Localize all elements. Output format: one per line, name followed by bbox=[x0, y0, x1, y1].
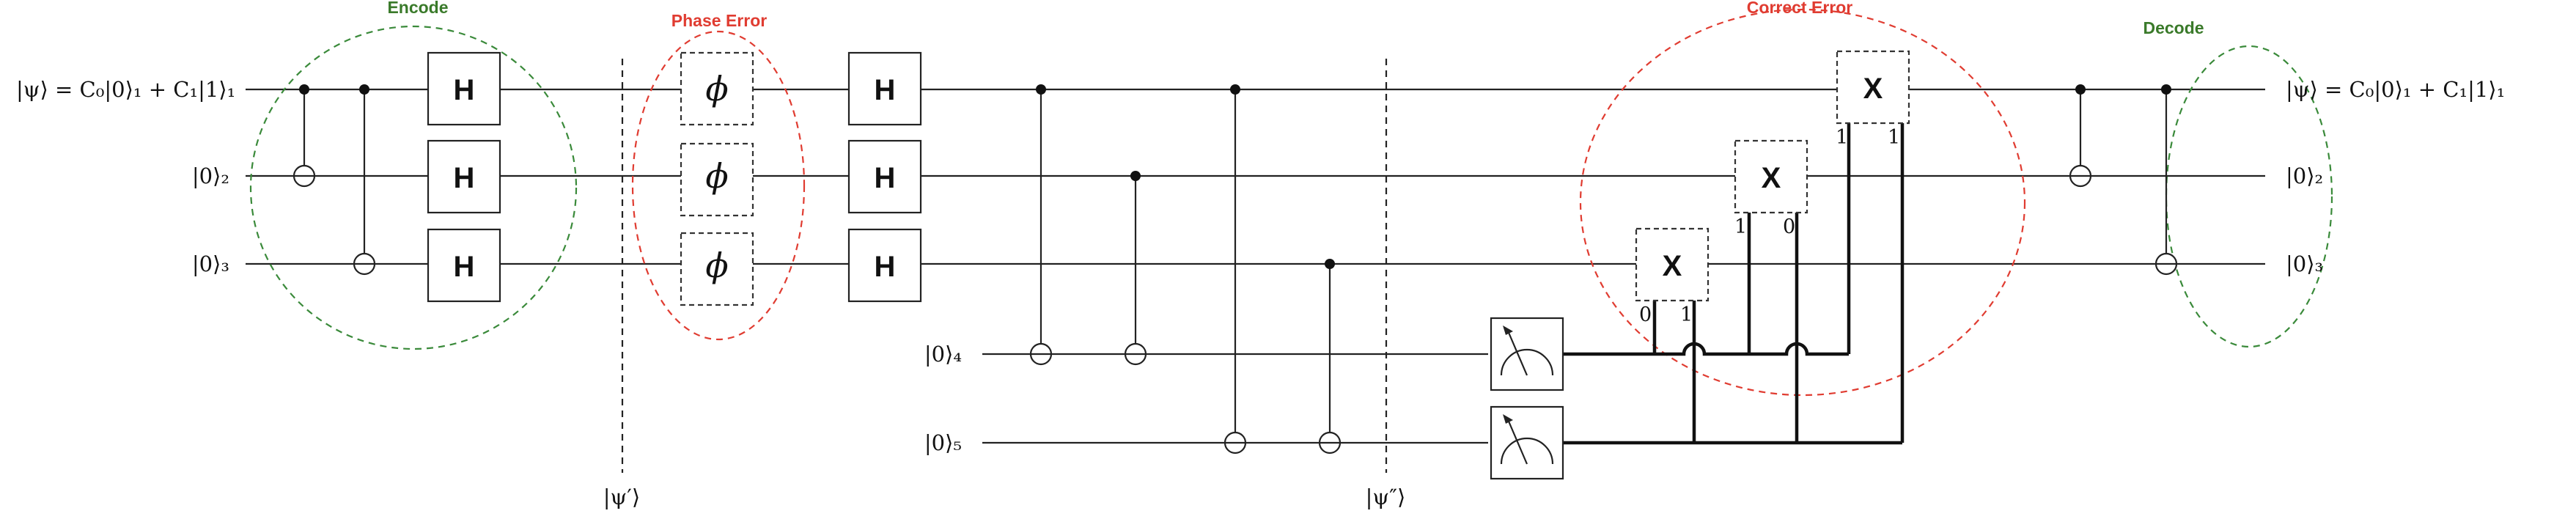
decode-region bbox=[2165, 45, 2333, 348]
encode-cnot-q1-q2 bbox=[292, 84, 316, 188]
syndrome-bit-label: 1 bbox=[1888, 126, 1900, 149]
svg-text:ϕ: ϕ bbox=[705, 156, 728, 196]
svg-text:X: X bbox=[1663, 250, 1682, 282]
svg-text:H: H bbox=[454, 162, 475, 194]
syndrome-bit-label: 0 bbox=[1783, 216, 1795, 238]
encode-cnot-q1-q3 bbox=[353, 84, 376, 276]
meter-icon bbox=[1500, 437, 1554, 465]
decode-cnot-q1-q2 bbox=[2069, 84, 2092, 188]
svg-text:ϕ: ϕ bbox=[705, 246, 728, 285]
syndrome-cnot-q3-q5 bbox=[1318, 259, 1342, 454]
hadamard-gate-q2-post: H bbox=[847, 139, 922, 214]
decode-cnot-q1-q3 bbox=[2154, 84, 2178, 276]
hadamard-gate-q3-encode: H bbox=[427, 228, 501, 303]
meter-icon bbox=[1500, 348, 1554, 376]
correct-error-label: Correct Error bbox=[1747, 0, 1852, 17]
input-label-q2: |0⟩₂ bbox=[192, 163, 229, 188]
phase-error-gate-q2: ϕ bbox=[680, 142, 754, 217]
svg-text:H: H bbox=[875, 251, 896, 283]
input-label-q4: |0⟩₄ bbox=[924, 342, 962, 367]
hadamard-gate-q3-post: H bbox=[847, 228, 922, 303]
control-dot bbox=[1230, 84, 1240, 95]
hadamard-gate-q1-post: H bbox=[847, 51, 922, 126]
control-dot bbox=[2075, 84, 2086, 95]
control-dot bbox=[2161, 84, 2171, 95]
hadamard-gate-q2-encode: H bbox=[427, 139, 501, 214]
output-label-q3: |0⟩₃ bbox=[2286, 251, 2323, 276]
phase-error-gate-q1: ϕ bbox=[680, 51, 754, 126]
encode-label: Encode bbox=[387, 0, 448, 17]
syndrome-bit-label: 1 bbox=[1836, 126, 1848, 149]
control-dot bbox=[1325, 259, 1335, 269]
svg-text:H: H bbox=[875, 162, 896, 194]
syndrome-cnot-q1-q5 bbox=[1223, 84, 1247, 454]
svg-text:X: X bbox=[1762, 162, 1781, 194]
input-label-q5: |0⟩₅ bbox=[924, 430, 962, 455]
phase-error-label: Phase Error bbox=[671, 11, 767, 30]
input-label-q1: |ψ⟩ = C₀|0⟩₁ + C₁|1⟩₁ bbox=[16, 77, 235, 102]
decode-label: Decode bbox=[2143, 18, 2204, 37]
encode-region bbox=[249, 25, 578, 350]
syndrome-bit-label: 1 bbox=[1680, 303, 1693, 326]
syndrome-cnot-q2-q4 bbox=[1124, 171, 1147, 366]
state-label-psi-double-prime: |ψ″⟩ bbox=[1366, 485, 1406, 509]
measurement-q4 bbox=[1490, 317, 1564, 391]
svg-text:H: H bbox=[454, 74, 475, 106]
syndrome-cnot-q1-q4 bbox=[1029, 84, 1053, 366]
svg-text:X: X bbox=[1863, 73, 1883, 105]
svg-text:H: H bbox=[454, 251, 475, 283]
x-gate-q2-conditional: X bbox=[1734, 139, 1808, 214]
input-label-q3: |0⟩₃ bbox=[192, 251, 229, 276]
x-gate-q1-conditional: X bbox=[1836, 50, 1910, 125]
quantum-wires bbox=[246, 88, 2265, 444]
state-label-psi-prime: |ψ′⟩ bbox=[603, 485, 640, 509]
x-gate-q3-conditional: X bbox=[1635, 227, 1710, 302]
control-dot bbox=[299, 84, 309, 95]
svg-text:ϕ: ϕ bbox=[705, 69, 728, 108]
measurement-q5 bbox=[1490, 405, 1564, 480]
classical-wire-m4 bbox=[1561, 342, 1849, 356]
syndrome-bit-label: 1 bbox=[1734, 216, 1747, 238]
control-dot bbox=[1036, 84, 1046, 95]
syndrome-bit-label: 0 bbox=[1639, 303, 1652, 326]
output-label-q2: |0⟩₂ bbox=[2286, 163, 2323, 188]
control-dot bbox=[359, 84, 369, 95]
phase-error-gate-q3: ϕ bbox=[680, 232, 754, 306]
control-dot bbox=[1130, 171, 1141, 181]
phase-error-region bbox=[631, 30, 806, 341]
svg-text:H: H bbox=[875, 74, 896, 106]
hadamard-gate-q1-encode: H bbox=[427, 51, 501, 126]
output-label-q1: |ψ⟩ = C₀|0⟩₁ + C₁|1⟩₁ bbox=[2286, 77, 2505, 102]
correct-error-region bbox=[1579, 8, 2026, 397]
classical-wires bbox=[1561, 123, 1905, 445]
